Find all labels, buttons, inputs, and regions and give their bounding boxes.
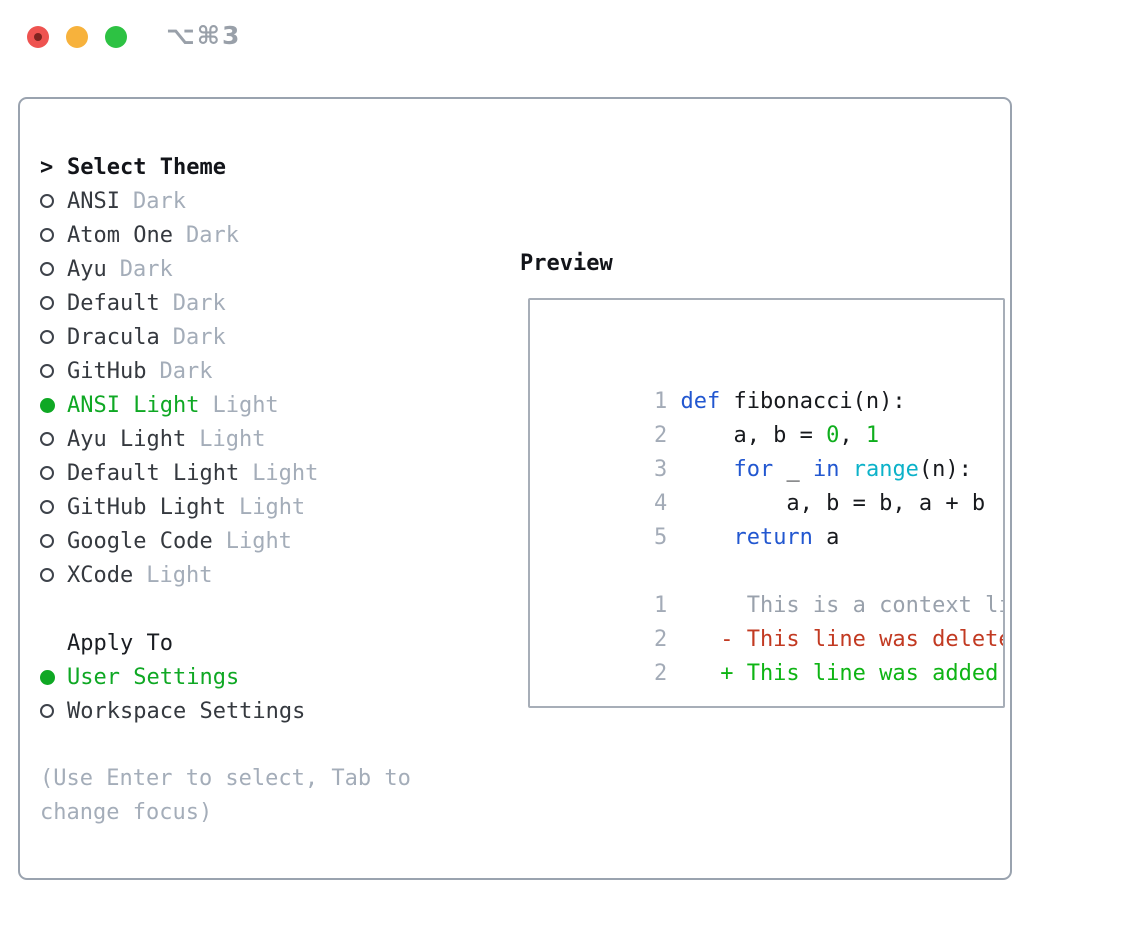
theme-option-ansi-light[interactable]: ANSI Light Light	[40, 388, 411, 422]
keyboard-hint-line-2: change focus)	[40, 800, 213, 825]
theme-option-dracula-dark[interactable]: Dracula Dark	[40, 320, 411, 354]
radio-unselected-icon	[40, 704, 54, 718]
theme-option-ayu-dark[interactable]: Ayu Dark	[40, 252, 411, 286]
radio-unselected-icon	[40, 432, 54, 446]
radio-unselected-icon	[40, 534, 54, 548]
line-number: 4	[653, 491, 668, 516]
diff-line-deleted: 2 - This line was deleted.	[548, 589, 1003, 652]
apply-option-user-settings[interactable]: User Settings	[40, 660, 411, 694]
theme-option-default-light[interactable]: Default Light Light	[40, 456, 411, 490]
close-button-icon[interactable]	[27, 26, 49, 48]
radio-unselected-icon	[40, 262, 54, 276]
theme-option-ansi-dark[interactable]: ANSI Dark	[40, 184, 411, 218]
window-shortcut-label: ⌥⌘3	[166, 21, 242, 50]
zoom-button-icon[interactable]	[105, 26, 127, 48]
preview-code-line: 5 return a	[548, 487, 1003, 550]
pointer-icon: >	[40, 154, 54, 180]
preview-code-line: 4 a, b = b, a + b	[548, 453, 1003, 516]
theme-option-ayu-light[interactable]: Ayu Light Light	[40, 422, 411, 456]
theme-option-xcode-light[interactable]: XCode Light	[40, 558, 411, 592]
theme-selector-panel: > Select Theme ANSI Dark Atom One Dark A…	[18, 97, 1012, 880]
theme-list: > Select Theme ANSI Dark Atom One Dark A…	[40, 150, 411, 830]
preview-heading: Preview	[520, 251, 613, 276]
line-number: 2	[653, 661, 668, 686]
apply-to-heading-label: Apply To	[67, 630, 173, 656]
radio-selected-icon	[40, 397, 55, 413]
line-number: 3	[653, 457, 668, 482]
select-theme-heading: > Select Theme	[40, 150, 411, 184]
line-number: 2	[653, 423, 668, 448]
line-number: 1	[653, 389, 668, 414]
radio-unselected-icon	[40, 228, 54, 242]
traffic-lights	[27, 26, 127, 48]
minimize-button-icon[interactable]	[66, 26, 88, 48]
radio-selected-icon	[40, 669, 55, 685]
line-number: 5	[653, 525, 668, 550]
line-number: 1	[653, 593, 668, 618]
theme-option-atom-one-dark[interactable]: Atom One Dark	[40, 218, 411, 252]
keyboard-hint-line-1: (Use Enter to select, Tab to	[40, 766, 411, 791]
radio-unselected-icon	[40, 330, 54, 344]
theme-option-default-dark[interactable]: Default Dark	[40, 286, 411, 320]
preview-code-line: 3 for _ in range(n):	[548, 419, 1003, 482]
theme-option-github-light[interactable]: GitHub Light Light	[40, 490, 411, 524]
radio-unselected-icon	[40, 500, 54, 514]
theme-option-google-code-light[interactable]: Google Code Light	[40, 524, 411, 558]
apply-to-heading: Apply To	[40, 626, 411, 660]
radio-unselected-icon	[40, 364, 54, 378]
radio-unselected-icon	[40, 194, 54, 208]
diff-line-context: 1 This is a context line.	[548, 555, 1003, 618]
select-theme-heading-label: Select Theme	[67, 154, 226, 180]
line-number: 2	[653, 627, 668, 652]
apply-option-workspace-settings[interactable]: Workspace Settings	[40, 694, 411, 728]
theme-option-github-dark[interactable]: GitHub Dark	[40, 354, 411, 388]
radio-unselected-icon	[40, 296, 54, 310]
diff-line-added: 2 + This line was added.	[548, 623, 1003, 686]
radio-unselected-icon	[40, 568, 54, 582]
preview-code-line: 2 a, b = 0, 1	[548, 385, 1003, 448]
radio-unselected-icon	[40, 466, 54, 480]
